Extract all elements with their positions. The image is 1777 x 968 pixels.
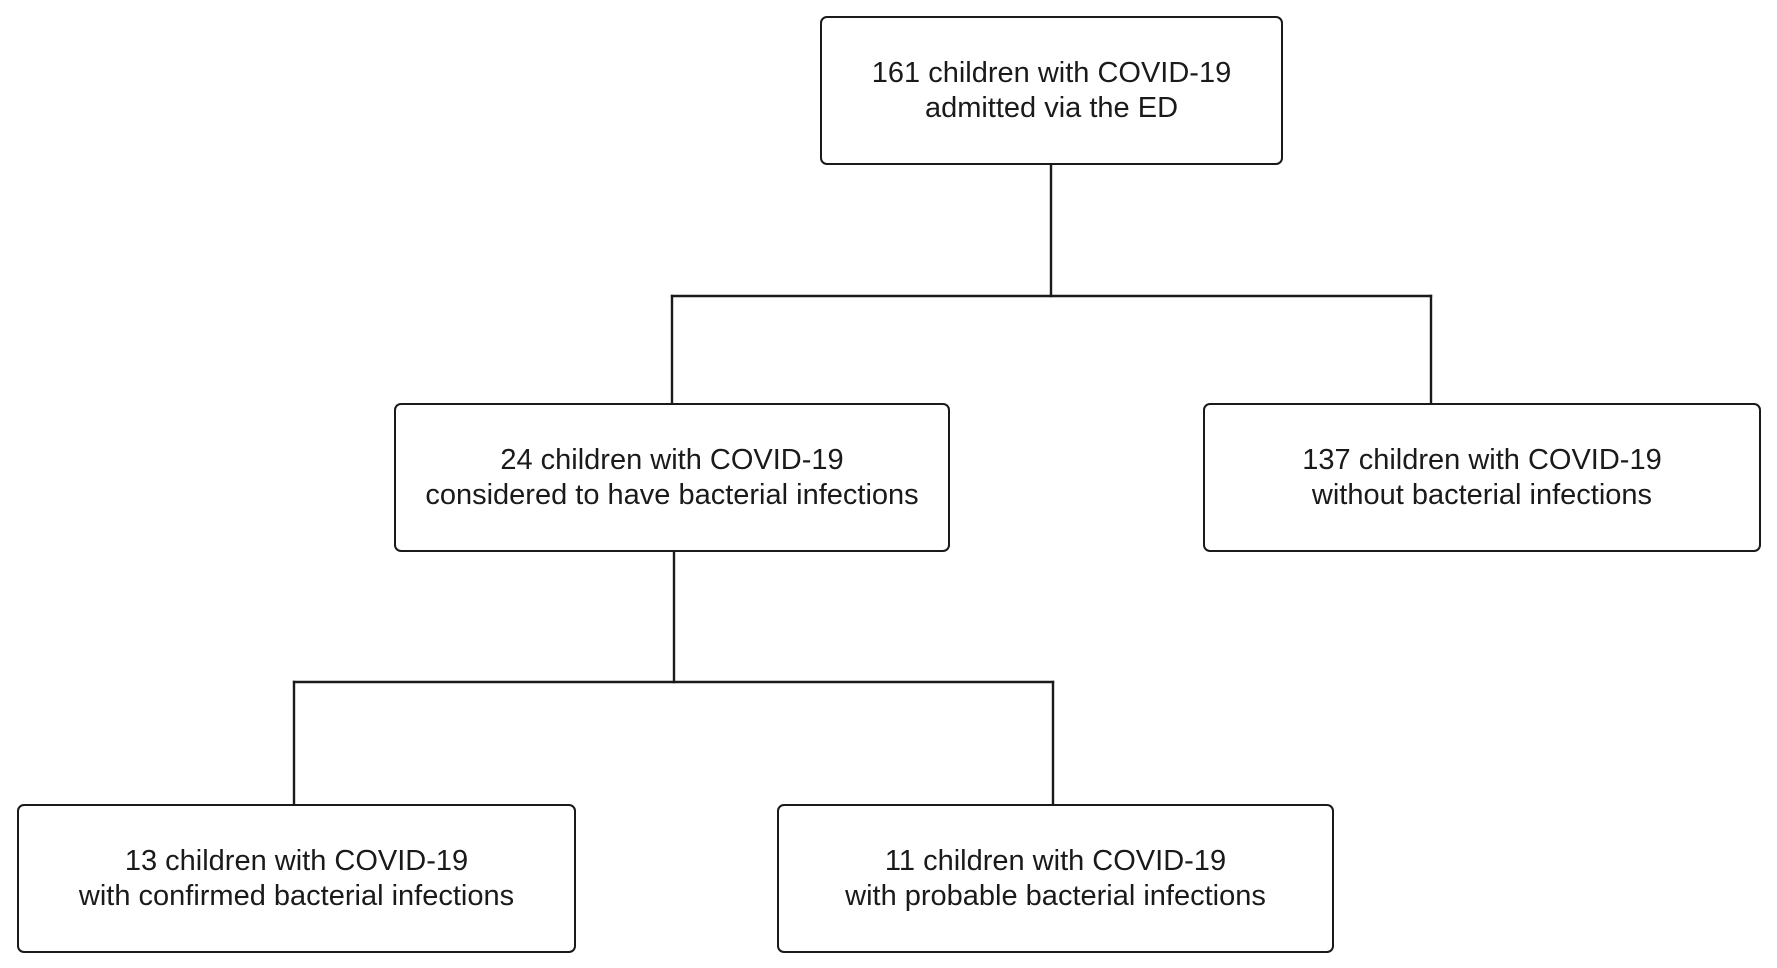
- without-node-line1: 137 children with COVID-19: [1302, 443, 1662, 476]
- bacterial-node-line1: 24 children with COVID-19: [500, 443, 844, 476]
- node-bacterial-infections: 24 children with COVID-19 considered to …: [394, 403, 950, 552]
- without-node-line2: without bacterial infections: [1311, 478, 1653, 511]
- node-probable-bacterial-infections: 11 children with COVID-19 with probable …: [777, 804, 1334, 953]
- confirmed-node-line2: with confirmed bacterial infections: [78, 879, 515, 912]
- probable-node-line2: with probable bacterial infections: [845, 879, 1266, 912]
- node-without-bacterial-infections: 137 children with COVID-19 without bacte…: [1203, 403, 1761, 552]
- node-confirmed-bacterial-infections: 13 children with COVID-19 with confirmed…: [17, 804, 576, 953]
- bacterial-node-line2: considered to have bacterial infections: [425, 478, 919, 511]
- root-node-line2: admitted via the ED: [924, 91, 1179, 124]
- root-node-admitted: 161 children with COVID-19 admitted via …: [820, 16, 1283, 165]
- confirmed-node-line1: 13 children with COVID-19: [124, 844, 469, 877]
- root-node-line1: 161 children with COVID-19: [871, 56, 1232, 89]
- probable-node-line1: 11 children with COVID-19: [884, 844, 1227, 877]
